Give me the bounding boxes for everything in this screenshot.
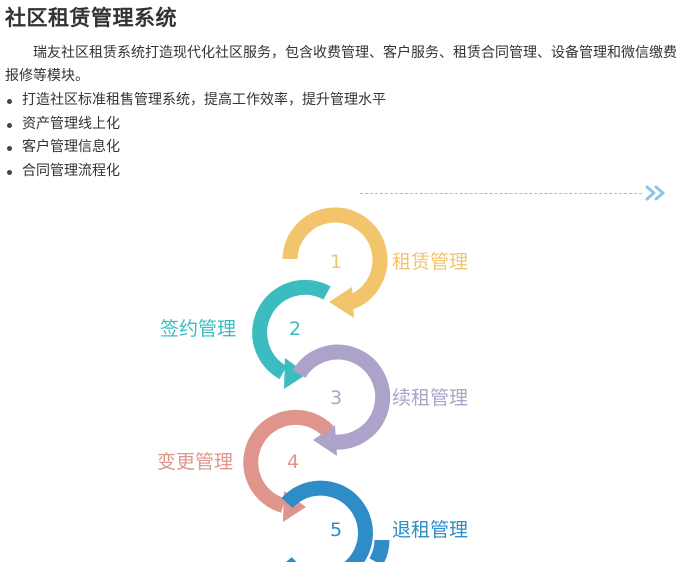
feature-list: 打造社区标准租售管理系统，提高工作效率，提升管理水平 资产管理线上化 客户管理信… [5, 89, 386, 183]
step-2-arrowhead [284, 358, 307, 389]
step-5-number: 5 [330, 519, 342, 541]
step-3-label: 续租管理 [392, 387, 468, 409]
list-item: 资产管理线上化 [5, 113, 386, 137]
step-1-arrowhead [329, 287, 354, 318]
dashed-divider [360, 193, 642, 194]
double-chevron-right-icon [645, 185, 665, 201]
step-5-label: 退租管理 [392, 519, 468, 541]
step-4: 4 变更管理 [157, 409, 334, 522]
list-item: 合同管理流程化 [5, 160, 386, 184]
intro-paragraph: 瑞友社区租赁系统打造现代化社区服务，包含收费管理、客户服务、租赁合同管理、设备管… [5, 45, 677, 84]
step-4-arc [243, 409, 334, 513]
step-1: 1 租赁管理 [282, 207, 468, 318]
list-item: 打造社区标准租售管理系统，提高工作效率，提升管理水平 [5, 89, 386, 113]
step-1-arc [282, 207, 388, 310]
step-2-label: 签约管理 [160, 318, 236, 340]
step-3: 3 续租管理 [292, 344, 468, 456]
step-2: 2 签约管理 [160, 279, 331, 389]
step-1-number: 1 [330, 251, 342, 273]
page-title: 社区租赁管理系统 [5, 6, 177, 30]
step-3-arc [292, 344, 391, 450]
step-3-arrowhead [313, 425, 337, 456]
step-5: 5 退租管理 [281, 480, 468, 562]
list-item: 客户管理信息化 [5, 136, 386, 160]
step-3-number: 3 [330, 387, 342, 409]
step-4-number: 4 [287, 451, 299, 473]
step-2-arc [252, 279, 331, 380]
step-5-arc [281, 480, 390, 562]
step-1-label: 租赁管理 [392, 251, 468, 273]
step-2-number: 2 [289, 318, 301, 340]
step-4-label: 变更管理 [157, 451, 233, 473]
